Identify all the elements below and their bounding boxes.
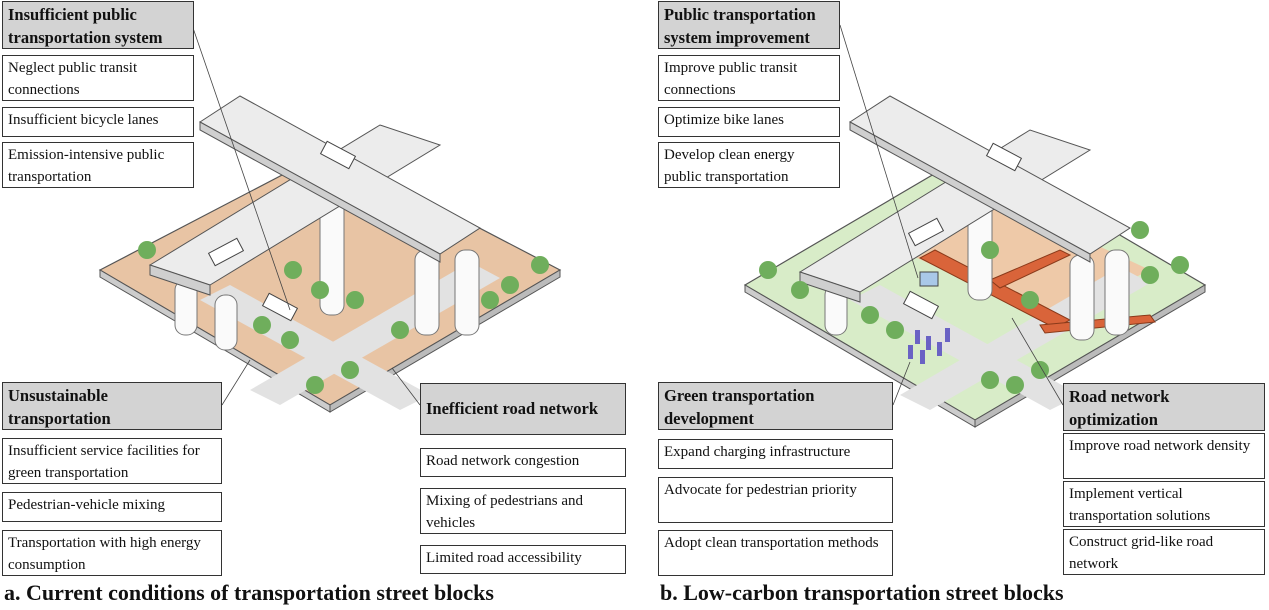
item-box: Implement vertical transportation soluti… bbox=[1063, 481, 1265, 527]
leader-line bbox=[839, 24, 919, 279]
overpass-edge bbox=[149, 264, 211, 296]
leader-line bbox=[1011, 317, 1064, 406]
item-box: Insufficient bicycle lanes bbox=[2, 107, 194, 137]
leader-line bbox=[892, 361, 911, 406]
header-line: Insufficient public bbox=[8, 5, 137, 24]
overpass-edge bbox=[199, 121, 441, 263]
bus bbox=[907, 217, 945, 247]
item-box: Road network congestion bbox=[420, 448, 626, 477]
header-line: Public transportation bbox=[664, 5, 816, 24]
header-line: Road network bbox=[1069, 387, 1170, 406]
item-box: Pedestrian-vehicle mixing bbox=[2, 492, 222, 522]
leader-line bbox=[221, 359, 251, 406]
header-line: transportation system bbox=[8, 28, 163, 47]
trees bbox=[138, 241, 549, 394]
caption-a: a. Current conditions of transportation … bbox=[4, 580, 494, 605]
scene-low-carbon bbox=[743, 24, 1207, 428]
header-green-transport-development: Green transportation development bbox=[658, 382, 893, 430]
item-box: Construct grid-like road network bbox=[1063, 529, 1265, 575]
item-box: Advocate for pedestrian priority bbox=[658, 477, 893, 523]
pillar bbox=[214, 294, 238, 351]
header-road-network-optimization: Road network optimization bbox=[1063, 383, 1265, 431]
item-box: Transportation with high energy consumpt… bbox=[2, 530, 222, 576]
charging-stations bbox=[908, 328, 950, 364]
item-box: Improve public transit connections bbox=[658, 55, 840, 101]
header-inefficient-road-network: Inefficient road network bbox=[420, 383, 626, 435]
header-line: transportation bbox=[8, 409, 111, 428]
scene-current-conditions bbox=[98, 24, 562, 413]
bus bbox=[902, 290, 940, 320]
pillar bbox=[1104, 249, 1130, 336]
item-box: Emission-intensive public transportation bbox=[2, 142, 194, 188]
header-public-transport-improvement: Public transportation system improvement bbox=[658, 1, 840, 49]
item-box: Adopt clean transportation methods bbox=[658, 530, 893, 576]
item-box: Neglect public transit connections bbox=[2, 55, 194, 101]
header-line: optimization bbox=[1069, 410, 1158, 429]
item-box: Limited road accessibility bbox=[420, 545, 626, 574]
item-box: Expand charging infrastructure bbox=[658, 439, 893, 469]
road bbox=[850, 285, 1080, 410]
item-box: Mixing of pedestrians and vehicles bbox=[420, 488, 626, 534]
road bbox=[200, 285, 430, 410]
header-unsustainable-transport: Unsustainable transportation bbox=[2, 382, 222, 430]
header-insufficient-public-transport: Insufficient public transportation system bbox=[2, 1, 194, 49]
header-line: system improvement bbox=[664, 28, 810, 47]
bus bbox=[207, 237, 245, 267]
item-box: Develop clean energy public transportati… bbox=[658, 142, 840, 188]
item-box: Improve road network density bbox=[1063, 433, 1265, 479]
header-line: Unsustainable bbox=[8, 386, 108, 405]
skywalk bbox=[989, 249, 1072, 289]
bus bbox=[985, 142, 1023, 172]
leader-line bbox=[191, 24, 291, 311]
leader-line bbox=[391, 367, 421, 406]
item-box: Insufficient service facilities for gree… bbox=[2, 438, 222, 484]
bus-shelter bbox=[919, 271, 939, 287]
header-line: development bbox=[664, 409, 754, 428]
item-box: Optimize bike lanes bbox=[658, 107, 840, 137]
overpass-edge bbox=[799, 271, 861, 303]
bus bbox=[261, 292, 299, 322]
overpass-edge bbox=[849, 121, 1091, 263]
bus bbox=[319, 140, 357, 170]
pillar bbox=[1069, 254, 1095, 341]
caption-b: b. Low-carbon transportation street bloc… bbox=[660, 580, 1064, 605]
pillar bbox=[454, 249, 480, 336]
header-line: Green transportation bbox=[664, 386, 815, 405]
pillar bbox=[414, 249, 440, 336]
trees bbox=[759, 221, 1189, 394]
